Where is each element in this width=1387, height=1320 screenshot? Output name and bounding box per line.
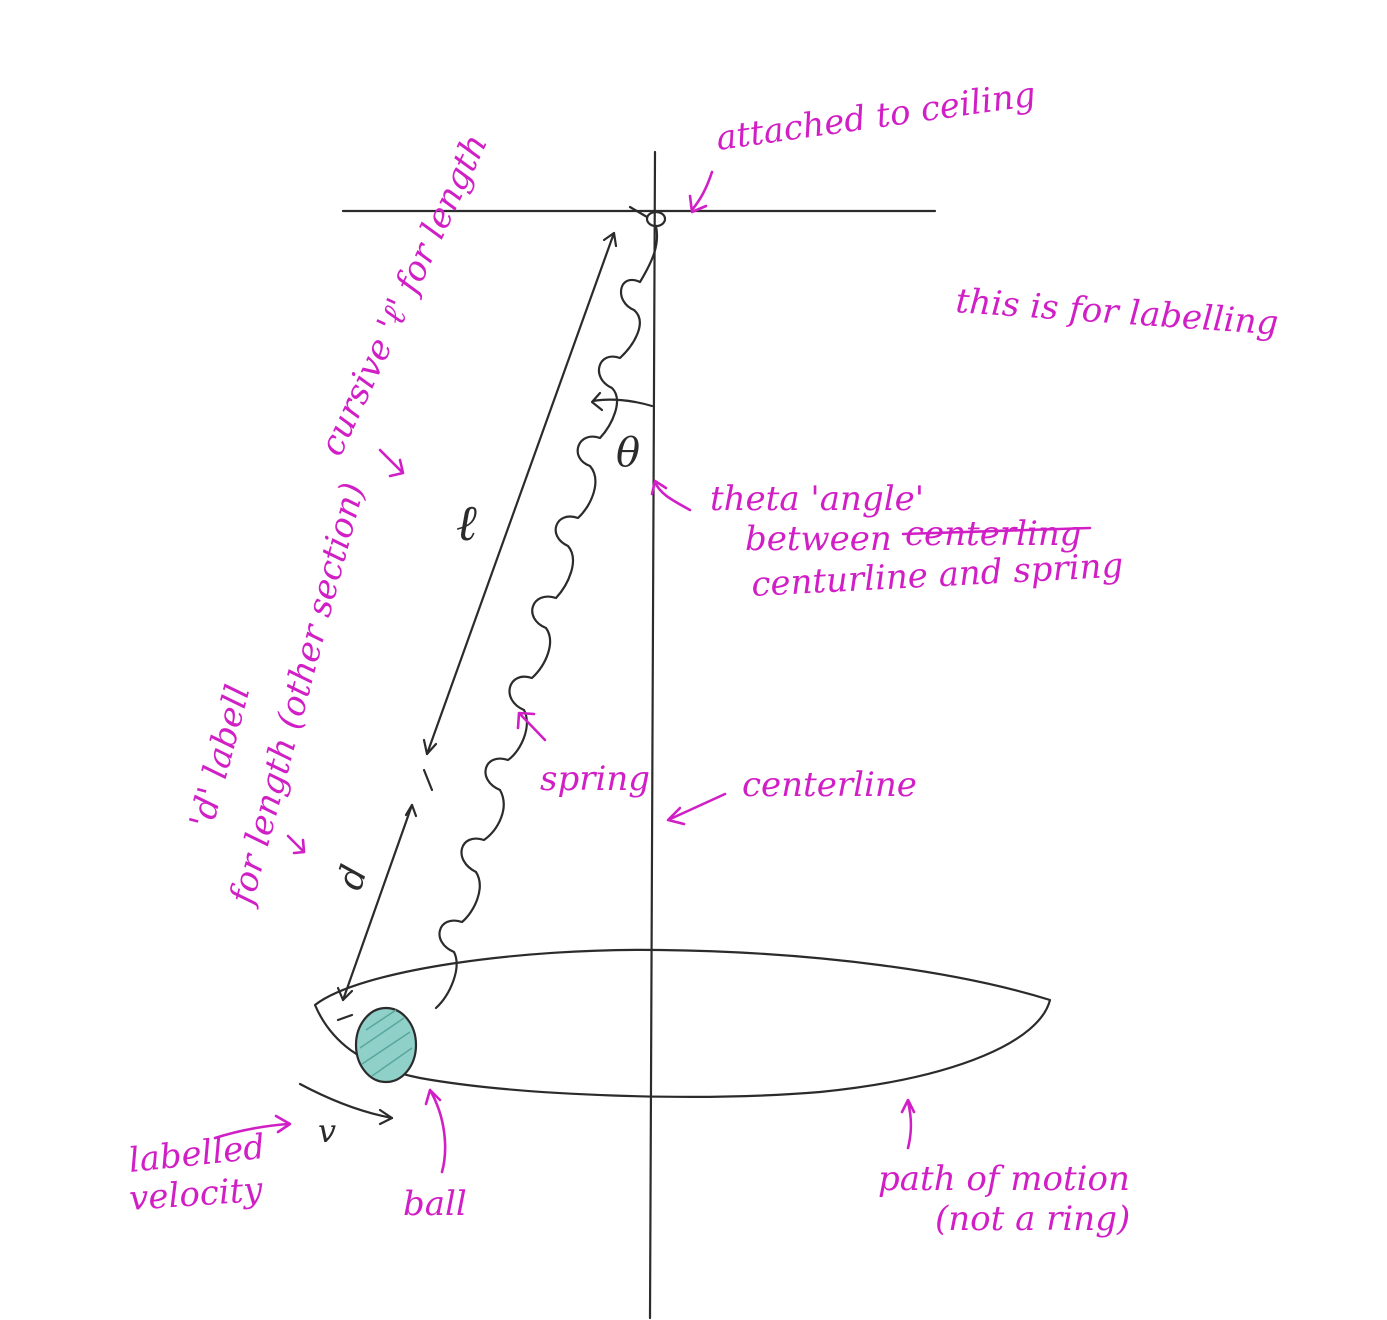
strike-through <box>901 526 1092 536</box>
centerline-label: centerline <box>742 765 917 805</box>
velocity-symbol: v <box>318 1112 336 1150</box>
theta-note-line1: theta 'angle' <box>710 479 924 519</box>
attachment-tick <box>628 205 649 219</box>
d-tick <box>336 1013 354 1022</box>
theta-arc-head <box>590 391 604 412</box>
cursive-l-arrow <box>378 448 405 478</box>
length-arrow-head-top <box>602 231 618 248</box>
velocity-label-line2: velocity <box>128 1170 265 1219</box>
cursive-l-note: cursive 'ℓ' for length <box>312 128 496 462</box>
theta-note-line2: between <box>745 519 892 559</box>
velocity-label-arrow <box>213 1114 292 1140</box>
ball-hatching <box>359 1009 413 1077</box>
length-arrow-head-bottom <box>422 738 438 756</box>
spring-coil <box>434 224 659 1010</box>
path-arrow <box>900 1098 916 1150</box>
attachment-point <box>645 210 667 228</box>
spring-label: spring <box>540 759 650 799</box>
theta-symbol: θ <box>616 430 640 476</box>
length-arrow-line <box>425 231 616 756</box>
velocity-arrow <box>298 1082 394 1120</box>
d-arrow-head-top <box>404 803 418 818</box>
path-label-line2: (not a ring) <box>935 1199 1130 1239</box>
length-tick <box>422 768 434 792</box>
velocity-arrow-head <box>378 1108 394 1126</box>
theta-arc <box>591 398 654 408</box>
ball-label: ball <box>403 1184 467 1224</box>
labelling-note: this is for labelling <box>954 281 1279 343</box>
attached-label: attached to ceiling <box>714 75 1038 159</box>
spring-arrow <box>516 711 547 742</box>
attached-arrow <box>688 170 714 214</box>
ball-arrow <box>424 1088 447 1174</box>
d-label-arrow <box>286 834 306 855</box>
path-label-line1: path of motion <box>878 1159 1130 1199</box>
length-symbol: ℓ <box>456 494 477 552</box>
d-symbol: d <box>330 860 376 895</box>
d-arrow-line <box>341 803 414 1002</box>
theta-note-arrow <box>650 479 692 512</box>
centerline-arrow <box>666 792 727 826</box>
centerline <box>648 150 657 1320</box>
path-of-motion <box>313 948 1052 1098</box>
